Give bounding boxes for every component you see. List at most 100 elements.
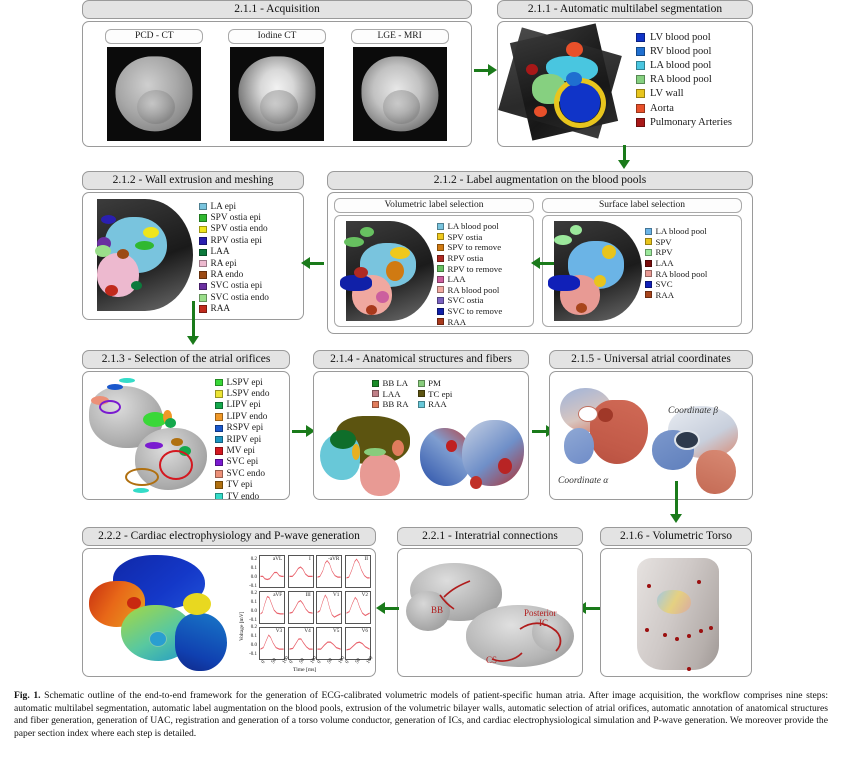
segmentation-legend: LV blood pool RV blood pool LA blood poo… [636, 30, 732, 129]
legend-swatch [437, 243, 444, 251]
legend-swatch [215, 401, 223, 410]
legend-item: RAA [199, 304, 269, 315]
legend-item: Aorta [636, 101, 732, 115]
ecg-cell: aVL [259, 555, 286, 589]
legend-swatch [417, 390, 425, 398]
ecg-cell: II [344, 555, 371, 589]
ecg-cell: V6 [344, 626, 371, 660]
legend-label: RA endo [210, 270, 244, 281]
legend-item: SPV [645, 237, 707, 248]
legend-label: RAA [655, 289, 675, 300]
legend-item: RAA [417, 399, 453, 410]
legend-swatch [199, 202, 207, 211]
panel-acquisition: 2.1.1 - Acquisition PCD - CT Iodine CT L… [82, 0, 472, 147]
legend-swatch [437, 233, 444, 241]
legend-label: LIPV epi [226, 400, 261, 411]
legend-swatch [645, 270, 652, 278]
legend-label: LV blood pool [650, 31, 711, 43]
legend-label: SVC ostia endo [210, 292, 269, 303]
legend-item: Pulmonary Arteries [636, 115, 732, 129]
ecg-chart: Voltage [mV] 0.2 0.1 0.0 -0.1 0.2 0.1 0.… [235, 555, 374, 673]
legend-item: SPV to remove [437, 242, 502, 253]
ecg-cell: III [287, 590, 314, 625]
panel-interatrial-title: 2.2.1 - Interatrial connections [397, 527, 583, 546]
legend-item: RSPV epi [215, 423, 269, 434]
annotation-posterior: Posterior [524, 608, 557, 618]
legend-label: SPV ostia [447, 231, 483, 242]
panel-uac: 2.1.5 - Universal atrial coordinates Coo… [549, 350, 753, 500]
volumetric-legend: LA blood pool SPV ostia SPV to remove RP… [437, 221, 502, 327]
ecg-ytick: 0.1 [250, 600, 257, 605]
legend-label: RA blood pool [650, 74, 712, 86]
panel-segmentation-body: LV blood pool RV blood pool LA blood poo… [497, 21, 753, 147]
legend-label: RAA [210, 304, 231, 315]
panel-fibers: 2.1.4 - Anatomical structures and fibers… [313, 350, 529, 500]
legend-label: BB LA [382, 378, 409, 389]
fibers-render-directions [418, 418, 526, 498]
legend-item: RA endo [199, 269, 269, 280]
legend-label: PM [428, 378, 441, 389]
legend-item: RA epi [199, 258, 269, 269]
fibers-legend-right: PM TC epi RAA [417, 378, 453, 410]
legend-swatch [215, 378, 223, 387]
orifices-legend: LSPV epi LSPV endo LIPV epi LIPV endo RS… [215, 377, 269, 499]
scan-image-lge-mri [352, 47, 447, 141]
legend-item: RA blood pool [636, 73, 732, 87]
arrow-orifices-to-fibers [292, 430, 308, 433]
legend-label: SVC ostia [447, 295, 484, 306]
panel-uac-body: Coordinate α Coordinate β [549, 371, 753, 500]
panel-orifices: 2.1.3 - Selection of the atrial orifices… [82, 350, 290, 500]
legend-swatch [215, 435, 223, 444]
interatrial-paths [439, 580, 562, 662]
legend-swatch [215, 481, 223, 489]
panel-acquisition-title: 2.1.1 - Acquisition [82, 0, 472, 19]
panel-segmentation-title: 2.1.1 - Automatic multilabel segmentatio… [497, 0, 753, 19]
legend-item: LAA [199, 247, 269, 258]
legend-label: RAA [447, 316, 467, 327]
ecg-cell: V3 [259, 626, 286, 660]
fibers-render-structures [318, 414, 428, 498]
legend-label: Aorta [650, 102, 674, 114]
legend-swatch [199, 237, 207, 245]
legend-swatch [437, 254, 444, 262]
legend-swatch [636, 103, 645, 113]
legend-label: TV epi [226, 480, 253, 491]
legend-item: RIPV epi [215, 434, 269, 445]
subpanel-volumetric-title: Volumetric label selection [334, 198, 534, 213]
legend-swatch [199, 225, 207, 234]
arrow-head-left [531, 257, 540, 269]
figure-label: Fig. 1. [14, 690, 41, 701]
legend-item: LAA [372, 389, 409, 400]
legend-item: RA blood pool [645, 268, 707, 279]
annotation-ic: IC [539, 618, 548, 628]
legend-item: LA blood pool [437, 221, 502, 232]
ecg-ytick: 0.0 [250, 575, 257, 580]
legend-item: SPV ostia epi [199, 212, 269, 223]
legend-item: SVC epi [215, 457, 269, 468]
ecg-ytick: 0.1 [250, 566, 257, 571]
legend-swatch [645, 227, 652, 235]
interatrial-render [404, 555, 580, 675]
subpanel-surface: Surface label selection LA bl [542, 198, 742, 327]
ecg-lead-label: III [305, 591, 311, 598]
panel-augmentation-body: Volumetric label selection [327, 192, 753, 334]
legend-label: LSPV epi [226, 377, 263, 388]
legend-swatch [199, 282, 207, 291]
legend-swatch [636, 32, 645, 42]
legend-swatch [372, 390, 379, 398]
scan-image-pcd-ct [107, 47, 202, 141]
annotation-bb: BB [431, 605, 444, 615]
ecg-lead-label: V3 [275, 627, 283, 634]
ecg-ytick: -0.1 [249, 652, 257, 657]
ecg-xtick: 0 [261, 659, 267, 665]
ecg-lead-label: I [309, 556, 311, 562]
legend-label: MV epi [226, 446, 256, 457]
uac-render-alpha [554, 384, 658, 492]
arrow-interatrial-to-ecg [383, 607, 399, 610]
legend-label: RPV ostia epi [210, 235, 262, 246]
legend-swatch [199, 305, 207, 313]
extrusion-legend: LA epi SPV ostia epi SPV ostia endo RPV … [199, 201, 269, 315]
legend-swatch [645, 238, 652, 246]
legend-swatch [199, 214, 207, 222]
panel-torso: 2.1.6 - Volumetric Torso [600, 527, 752, 677]
